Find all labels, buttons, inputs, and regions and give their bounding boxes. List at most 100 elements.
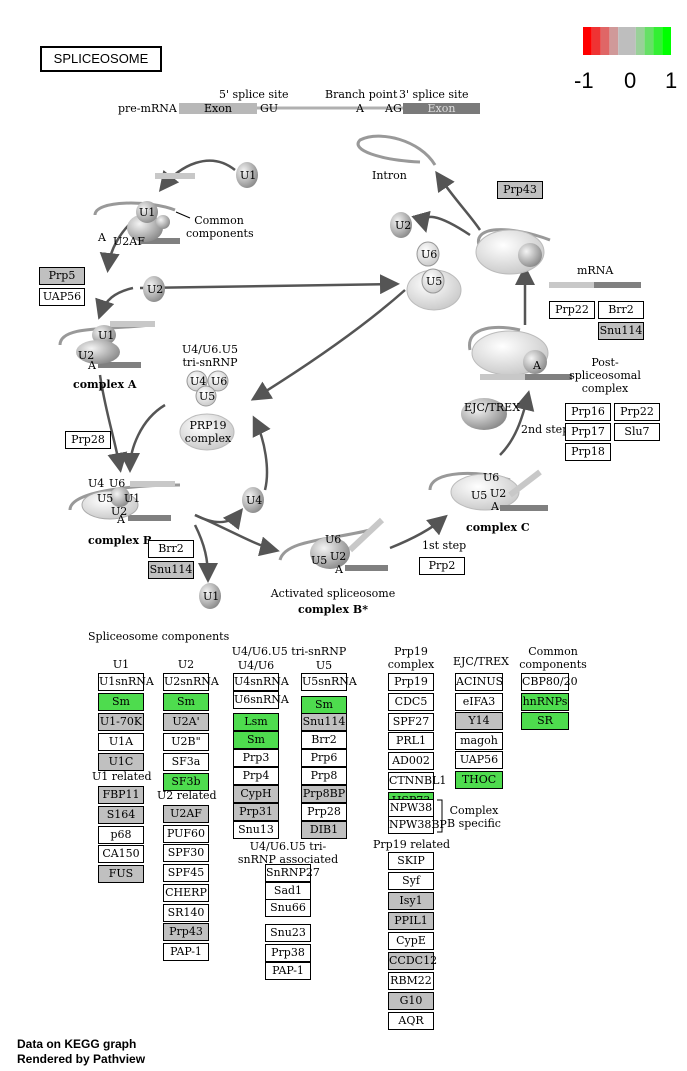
gene-box-u5[interactable]: Prp6 [301, 749, 347, 767]
gene-box-u4u6[interactable]: Sm [233, 731, 279, 749]
gene-box-ejc[interactable]: ACINUS [455, 673, 503, 691]
gene-box-brr2[interactable]: Brr2 [148, 540, 194, 558]
gene-box-prp19-rel[interactable]: Isy1 [388, 892, 434, 910]
gene-box-u2-rel[interactable]: PAP-1 [163, 942, 209, 961]
gene-box-common[interactable]: hnRNPs [521, 692, 569, 711]
gene-box-u2[interactable]: U2snRNA [163, 673, 219, 691]
gene-box-u5[interactable]: Sm [301, 696, 347, 714]
gene-box-prp17[interactable]: Prp17 [565, 423, 611, 441]
gene-box-u2-rel[interactable]: SPF45 [163, 864, 209, 883]
gene-box-prp43[interactable]: Prp43 [497, 181, 543, 199]
gene-box-u2[interactable]: U2B" [163, 733, 209, 751]
gene-box-u5[interactable]: DIB1 [301, 821, 347, 839]
gene-box-u4u6[interactable]: Prp3 [233, 749, 279, 767]
gene-box-ejc[interactable]: THOC [455, 771, 503, 789]
gene-box-u5[interactable]: Prp8 [301, 767, 347, 785]
gene-box-u2-rel[interactable]: SPF30 [163, 844, 209, 863]
gene-box-prp19[interactable]: CTNNBL1 [388, 772, 446, 790]
gene-box-u4u6[interactable]: U4snRNA [233, 673, 289, 691]
gene-box-u1-rel[interactable]: S164 [98, 805, 144, 824]
gene-box-u1[interactable]: U1-70K [98, 713, 144, 731]
gene-box-prp5[interactable]: Prp5 [39, 267, 85, 285]
gene-box-tri-assoc-list[interactable]: SnRNP27 [265, 864, 320, 882]
gene-box-prp19[interactable]: PRL1 [388, 732, 434, 751]
gene-box-u4u6[interactable]: U6snRNA [233, 691, 289, 709]
gene-box-u1[interactable]: Sm [98, 693, 144, 711]
gene-box-complex-b-list[interactable]: NPW38 [388, 799, 434, 817]
gene-box-prp19[interactable]: CDC5 [388, 692, 434, 711]
gene-box-prp22-c[interactable]: Prp22 [614, 403, 660, 421]
gene-box-u1-rel[interactable]: FUS [98, 865, 144, 884]
gene-box-u1[interactable]: U1C [98, 753, 144, 771]
gene-box-prp18[interactable]: Prp18 [565, 443, 611, 461]
gene-box-u1[interactable]: U1A [98, 733, 144, 751]
gene-box-complex-b-list[interactable]: NPW38BP [388, 816, 447, 834]
gene-box-u2[interactable]: U2A' [163, 713, 209, 731]
gene-box-prp19-rel[interactable]: RBM22 [388, 972, 434, 990]
gene-box-prp19[interactable]: AD002 [388, 752, 434, 771]
gene-box-ejc[interactable]: UAP56 [455, 751, 503, 770]
gene-box-u2[interactable]: SF3a [163, 753, 209, 771]
a-early-label: A [98, 231, 106, 244]
gene-box-u2[interactable]: SF3b [163, 773, 209, 791]
gene-box-prp22-post[interactable]: Prp22 [549, 301, 595, 319]
gene-box-prp19-rel[interactable]: PPIL1 [388, 912, 434, 930]
gene-box-u5[interactable]: Prp28 [301, 803, 347, 821]
gene-box-prp19[interactable]: SPF27 [388, 712, 434, 731]
exon-left-label: Exon [204, 102, 232, 115]
exon-right-label: Exon [427, 102, 456, 115]
gene-box-prp19-rel[interactable]: CypE [388, 932, 434, 950]
gene-box-tri-assoc-list[interactable]: Prp38 [265, 944, 311, 962]
gene-box-u1-rel[interactable]: CA150 [98, 845, 144, 864]
u5-released-label: U5 [426, 275, 443, 288]
gene-box-common[interactable]: CBP80/20 [521, 673, 578, 691]
gene-box-prp19-rel[interactable]: G10 [388, 992, 434, 1010]
gene-box-tri-assoc-list[interactable]: Snu23 [265, 924, 311, 942]
gene-box-tri-assoc-list[interactable]: Sad1 [265, 882, 311, 900]
gene-box-u5[interactable]: Brr2 [301, 731, 347, 749]
u4-tri-label: U4 [190, 375, 207, 388]
u4-released-label: U4 [246, 494, 263, 507]
mrna-label: mRNA [577, 264, 614, 277]
gene-box-u2-rel[interactable]: CHERP [163, 883, 209, 902]
gene-box-prp19-rel[interactable]: CCDC12 [388, 952, 437, 970]
gene-box-snu114[interactable]: Snu114 [148, 561, 194, 579]
gene-box-prp19-rel[interactable]: AQR [388, 1012, 434, 1030]
u5-column-heading: U5 [315, 659, 333, 672]
gene-box-u1-rel[interactable]: FBP11 [98, 786, 144, 804]
gene-box-u5[interactable]: U5snRNA [301, 673, 357, 691]
gene-box-u2-rel[interactable]: SR140 [163, 903, 209, 922]
gene-box-prp19[interactable]: Prp19 [388, 673, 434, 691]
gene-box-u4u6[interactable]: Prp4 [233, 767, 279, 785]
u1-related-heading: U1 related [92, 770, 152, 783]
gene-box-slu7[interactable]: Slu7 [614, 423, 660, 441]
gene-box-ejc[interactable]: eIFA3 [455, 692, 503, 711]
gene-box-prp2[interactable]: Prp2 [419, 557, 465, 575]
gene-box-tri-assoc-list[interactable]: PAP-1 [265, 962, 311, 980]
gene-box-u4u6[interactable]: CypH [233, 785, 279, 803]
gene-box-uap56[interactable]: UAP56 [39, 288, 85, 306]
gene-box-u2-rel[interactable]: U2AF [163, 805, 209, 823]
gene-box-prp16[interactable]: Prp16 [565, 403, 611, 421]
gene-box-tri-assoc-list[interactable]: Snu66 [265, 899, 311, 917]
gene-box-u5[interactable]: Snu114 [301, 713, 347, 731]
gene-box-u2-rel[interactable]: Prp43 [163, 923, 209, 942]
gene-box-ejc[interactable]: magoh [455, 731, 503, 750]
gene-box-u1[interactable]: U1snRNA [98, 673, 154, 691]
gene-box-u1-rel[interactable]: p68 [98, 825, 144, 844]
gene-box-prp28[interactable]: Prp28 [65, 431, 111, 449]
gene-box-snu114-post[interactable]: Snu114 [598, 322, 644, 340]
gene-box-u4u6[interactable]: Snu13 [233, 821, 279, 839]
gene-box-prp19-rel[interactable]: SKIP [388, 852, 434, 870]
gene-box-prp19-rel[interactable]: Syf [388, 872, 434, 890]
gene-box-common[interactable]: SR [521, 712, 569, 730]
gene-box-u4u6[interactable]: Lsm [233, 713, 279, 731]
gene-box-ejc[interactable]: Y14 [455, 712, 503, 731]
gene-box-u5[interactable]: Prp8BP [301, 785, 347, 803]
gene-box-u2[interactable]: Sm [163, 693, 209, 711]
u4-complex-b-label: U4 [88, 477, 105, 490]
legend-max-label: 1 [665, 68, 678, 93]
gene-box-brr2-post[interactable]: Brr2 [598, 301, 644, 319]
gene-box-u4u6[interactable]: Prp31 [233, 803, 279, 821]
gene-box-u2-rel[interactable]: PUF60 [163, 824, 209, 843]
